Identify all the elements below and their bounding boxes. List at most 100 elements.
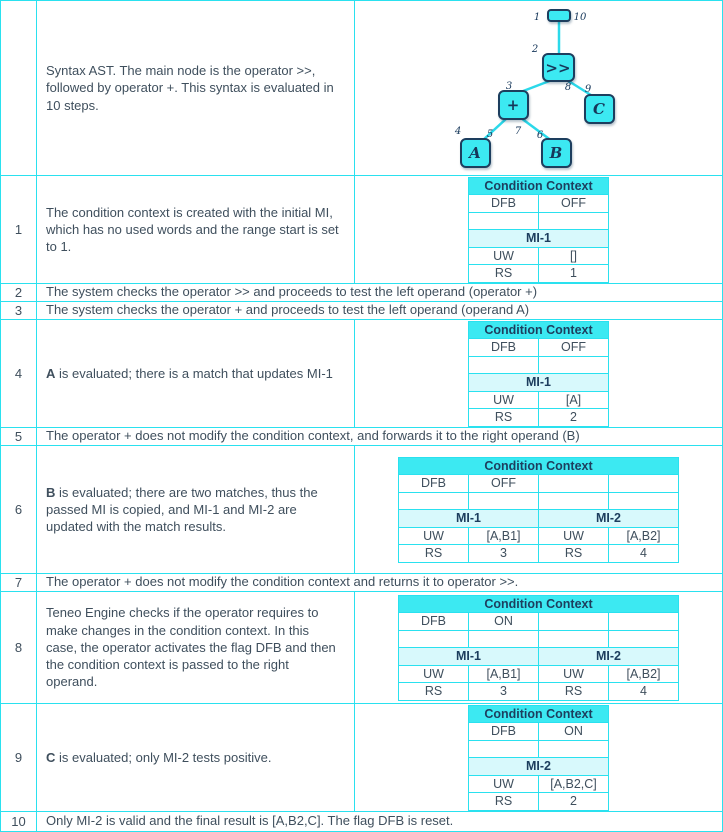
step-table-cell: Condition Context DFB OFF MI-1 UW [] RS … — [355, 176, 722, 283]
step-table-cell: Condition Context DFB ON MI-1 MI-2 UW [A… — [355, 592, 722, 703]
ast-a-node — [459, 138, 491, 168]
step-row-4: 4 A is evaluated; there is a match that … — [1, 319, 722, 427]
step-number: 4 — [14, 366, 23, 381]
cc-empty-cell — [608, 491, 679, 510]
step-number: 6 — [14, 502, 23, 517]
step-row-5: 5 The operator + does not modify the con… — [1, 427, 722, 445]
cc-empty-cell — [538, 491, 609, 510]
ast-c-label: C — [593, 100, 605, 118]
step-number: 2 — [14, 285, 23, 300]
cc-dfb-value: ON — [538, 722, 609, 741]
step-table-cell: Condition Context DFB OFF MI-1 MI-2 UW [… — [355, 446, 722, 573]
cc-empty-cell — [538, 211, 609, 230]
condition-context-table: Condition Context DFB OFF MI-1 MI-2 UW [… — [398, 456, 679, 563]
cc-empty-cell — [398, 629, 469, 648]
cc-empty-cell — [468, 739, 539, 758]
step-text: The condition context is created with th… — [46, 204, 339, 255]
cc-dfb-label: DFB — [398, 474, 469, 493]
step-table-cell: Condition Context DFB OFF MI-1 UW [A] RS… — [355, 320, 722, 427]
ast-step-mark-2: 2 — [530, 44, 537, 55]
step-text: The operator + does not modify the condi… — [46, 574, 519, 590]
step-number: 3 — [14, 303, 23, 318]
ast-step-mark-4: 4 — [453, 126, 460, 137]
step-row-1: 1 The condition context is created with … — [1, 175, 722, 283]
step-text-cell: A is evaluated; there is a match that up… — [37, 320, 355, 427]
cc-rs-value: 4 — [608, 544, 679, 563]
cc-mi1-name: MI-1 — [398, 509, 539, 528]
cc-mi-name: MI-2 — [468, 757, 609, 776]
ast-step-mark-7: 7 — [514, 126, 521, 137]
cc-empty-cell — [538, 474, 609, 493]
cc-rs-value: 3 — [468, 544, 539, 563]
step-text-rest: is evaluated; there is a match that upda… — [55, 365, 333, 381]
cc-rs-label: RS — [538, 682, 609, 701]
cc-dfb-value: OFF — [538, 338, 609, 357]
cc-uw-label: UW — [538, 664, 609, 683]
step-text: The system checks the operator >> and pr… — [46, 284, 538, 300]
step-number: 9 — [14, 750, 23, 765]
step-text: C is evaluated; only MI-2 tests positive… — [46, 749, 271, 766]
cc-dfb-value: ON — [468, 612, 539, 631]
step-text-cell: The system checks the operator + and pro… — [37, 302, 722, 319]
step-text: B is evaluated; there are two matches, t… — [46, 484, 342, 536]
condition-context-table: Condition Context DFB ON MI-1 MI-2 UW [A… — [398, 594, 679, 701]
cc-dfb-label: DFB — [468, 338, 539, 357]
cc-uw-value: [A] — [538, 390, 609, 409]
ast-edge-plus-a — [480, 117, 508, 142]
condition-context-table: Condition Context DFB OFF MI-1 UW [] RS … — [468, 176, 609, 283]
cc-mi1-name: MI-1 — [398, 647, 539, 666]
intro-text: Syntax AST. The main node is the operato… — [46, 63, 334, 113]
intro-number-cell — [1, 1, 37, 175]
step-text-rest: is evaluated; only MI-2 tests positive. — [55, 749, 272, 765]
cc-mi-name: MI-1 — [468, 373, 609, 392]
step-row-6: 6 B is evaluated; there are two matches,… — [1, 445, 722, 573]
ast-step-mark-3: 3 — [505, 81, 511, 92]
step-number-cell: 7 — [1, 574, 37, 591]
ast-plus-node — [497, 90, 529, 120]
step-text-lead: B — [46, 484, 56, 500]
cc-dfb-label: DFB — [398, 612, 469, 631]
cc-empty-cell — [538, 355, 609, 374]
cc-uw-label: UW — [398, 664, 469, 683]
step-row-9: 9 C is evaluated; only MI-2 tests positi… — [1, 703, 722, 811]
ast-step-mark-5: 5 — [486, 129, 492, 140]
cc-empty-cell — [468, 629, 539, 648]
ast-root-node — [546, 9, 571, 22]
cc-title: Condition Context — [468, 320, 609, 339]
cc-rs-label: RS — [468, 264, 539, 283]
cc-uw-label: UW — [468, 246, 539, 265]
cc-empty-cell — [608, 629, 679, 648]
cc-empty-cell — [608, 612, 679, 631]
step-table-cell: Condition Context DFB ON MI-2 UW [A,B2,C… — [355, 704, 722, 811]
step-text-cell: Teneo Engine checks if the operator requ… — [37, 592, 355, 703]
step-text-cell: The operator + does not modify the condi… — [37, 428, 722, 445]
cc-title: Condition Context — [468, 176, 609, 195]
ast-step-mark-10: 10 — [573, 12, 586, 23]
cc-rs-value: 4 — [608, 682, 679, 701]
intro-diagram-cell: >> + C A B 1 10 2 3 8 9 4 5 7 6 — [355, 1, 722, 175]
step-text: Teneo Engine checks if the operator requ… — [46, 605, 336, 690]
cc-rs-value: 1 — [538, 264, 609, 283]
step-text-lead: A — [46, 365, 56, 381]
step-number: 8 — [14, 640, 23, 655]
cc-uw-label: UW — [398, 526, 469, 545]
cc-empty-cell — [538, 629, 609, 648]
step-number: 10 — [11, 814, 26, 829]
cc-mi-name: MI-1 — [468, 229, 609, 248]
cc-uw-value: [A,B2,C] — [538, 774, 609, 793]
step-text-cell: C is evaluated; only MI-2 tests positive… — [37, 704, 355, 811]
step-number: 7 — [14, 575, 23, 590]
cc-rs-value: 3 — [468, 682, 539, 701]
step-text: The system checks the operator + and pro… — [46, 302, 530, 318]
step-text-cell: B is evaluated; there are two matches, t… — [37, 446, 355, 573]
cc-title: Condition Context — [398, 594, 679, 613]
ast-b-label: B — [548, 144, 562, 162]
cc-uw-label: UW — [538, 526, 609, 545]
ast-diagram: >> + C A B 1 10 2 3 8 9 4 5 7 6 — [453, 9, 615, 168]
ast-edge-plus-b — [519, 116, 553, 143]
step-text: A is evaluated; there is a match that up… — [46, 365, 333, 382]
ast-plus-label: + — [506, 96, 519, 114]
ast-a-label: A — [467, 144, 481, 162]
condition-context-table: Condition Context DFB OFF MI-1 UW [A] RS… — [468, 320, 609, 427]
step-text-lead: C — [46, 749, 56, 765]
